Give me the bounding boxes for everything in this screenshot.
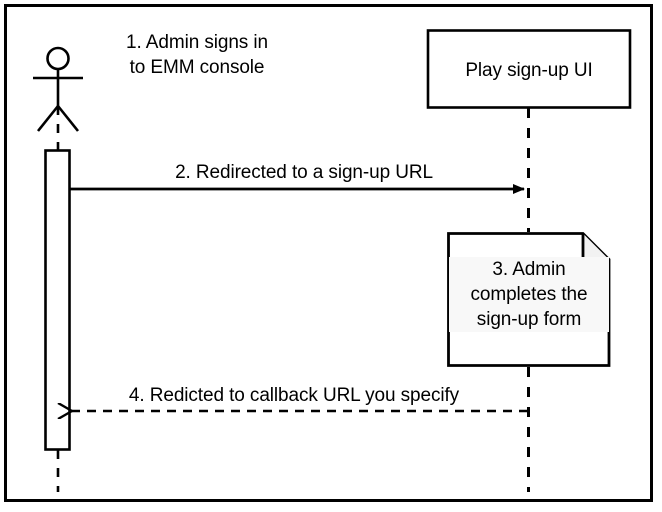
actor-label-line2: to EMM console bbox=[129, 57, 265, 78]
actor-activation-bar bbox=[44, 149, 71, 451]
actor-label: 1. Admin signs in to EMM console bbox=[96, 30, 298, 80]
actor-label-line1: 1. Admin signs in bbox=[126, 32, 268, 53]
diagram-frame-border bbox=[4, 4, 653, 502]
stick-figure-icon bbox=[33, 46, 83, 132]
message-4-label: 4. Redicted to callback URL you specify bbox=[128, 385, 460, 406]
note-text-line3: sign-up form bbox=[449, 307, 609, 332]
note-text-line1: 3. Admin bbox=[449, 257, 609, 282]
message-2-label: 2. Redirected to a sign-up URL bbox=[175, 162, 433, 183]
participant-box-play-signup-ui[interactable] bbox=[426, 29, 632, 109]
participant-label: Play sign-up UI bbox=[465, 60, 593, 81]
note-text-line2: completes the bbox=[449, 282, 609, 307]
